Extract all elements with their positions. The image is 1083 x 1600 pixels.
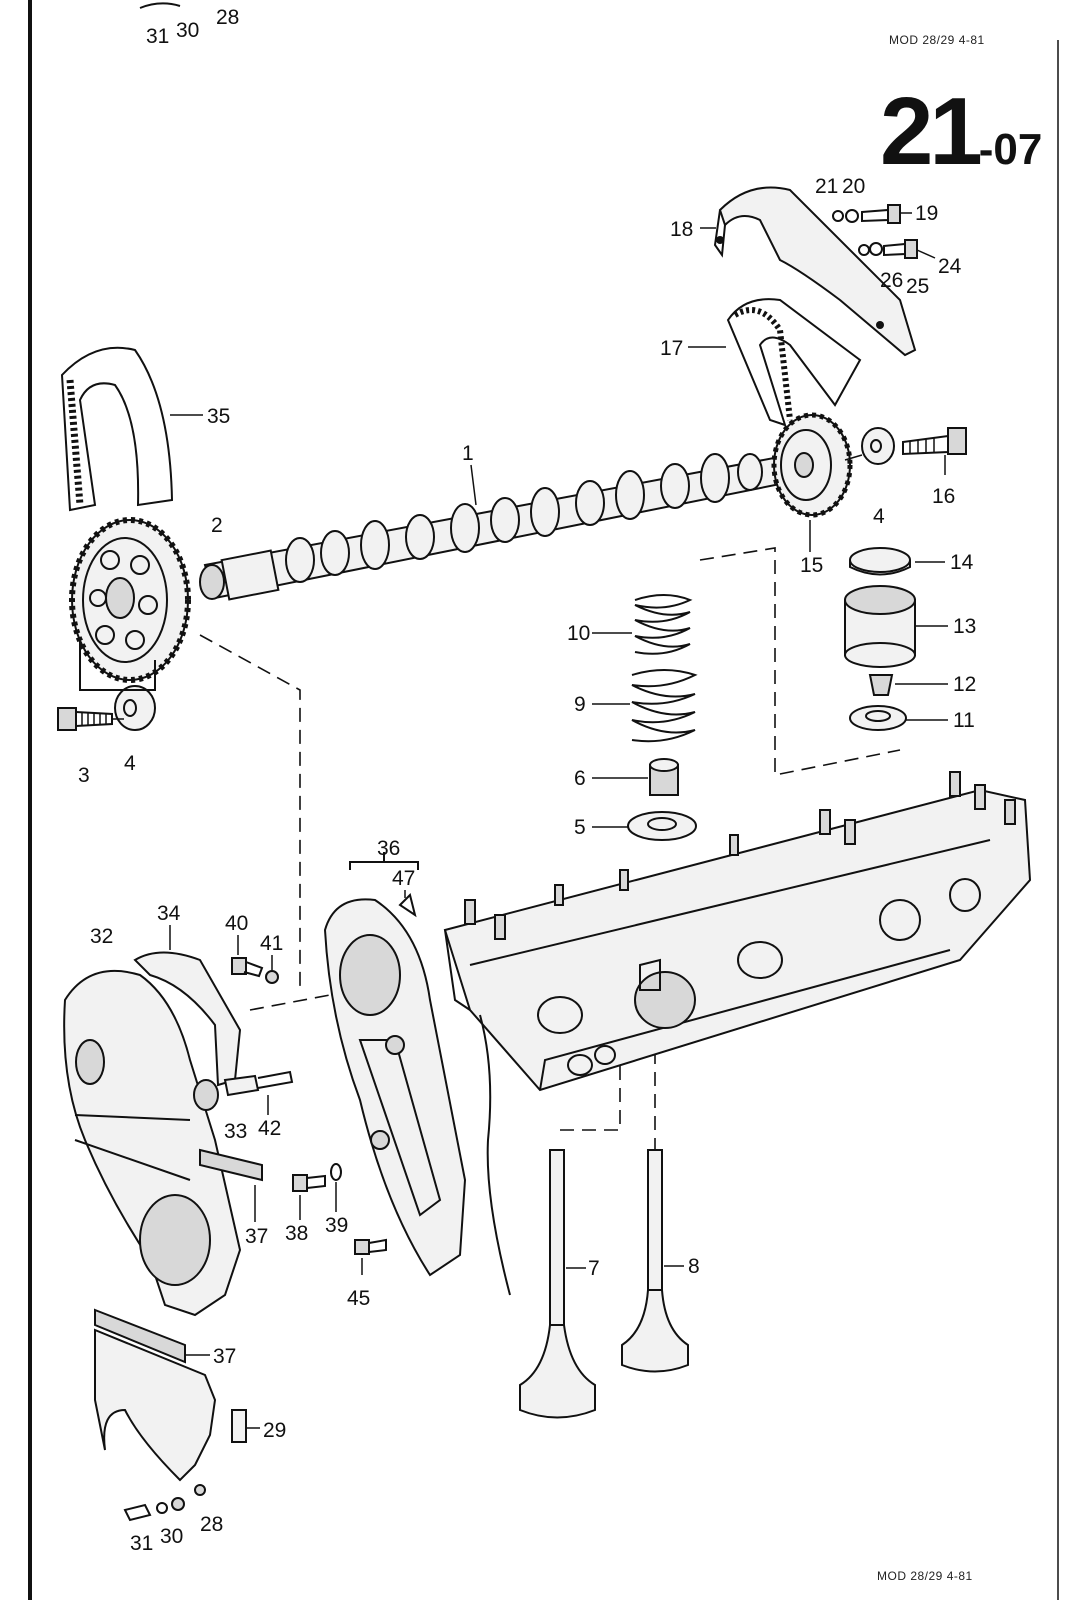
inner-valve-spring [631, 669, 698, 743]
belt-guard-strip [133, 951, 242, 1087]
cover-bolt-38 [292, 1174, 326, 1192]
callout-28-bottom: 28 [200, 1513, 223, 1536]
camshaft-sprocket-right [771, 412, 853, 518]
callout-9: 9 [574, 693, 586, 716]
timing-belt-right [726, 298, 862, 427]
sprocket-washer-right [861, 427, 895, 465]
seal-strip-lower [94, 1308, 186, 1364]
cover-bolt-45 [354, 1238, 387, 1255]
callout-24: 24 [938, 255, 962, 278]
callout-12: 12 [953, 673, 976, 696]
callout-labels: 1 2 3 4 4 5 6 7 8 9 10 11 12 13 14 15 16… [78, 6, 976, 1555]
upper-belt-guard [713, 186, 917, 357]
callout-6: 6 [574, 767, 586, 790]
bucket-tappet [844, 585, 916, 668]
section-main: 21 [880, 78, 983, 185]
callout-41: 41 [260, 932, 283, 955]
spring-seat [849, 705, 907, 731]
callout-8: 8 [688, 1255, 700, 1278]
guard-hardware [832, 204, 918, 259]
callout-2: 2 [211, 514, 223, 537]
bottom-fasteners [123, 1484, 206, 1522]
callout-42: 42 [258, 1117, 281, 1140]
section-number: 21-07 [880, 84, 1042, 180]
cylinder-head [443, 771, 1032, 1092]
callout-17: 17 [660, 337, 683, 360]
callout-28-top: 28 [216, 6, 239, 29]
callout-13: 13 [953, 615, 976, 638]
callout-21: 21 [815, 175, 838, 198]
callout-14: 14 [950, 551, 974, 574]
sprocket-washer-left [114, 685, 156, 731]
callout-37-upper: 37 [245, 1225, 268, 1248]
intake-valve [519, 1149, 596, 1419]
lower-timing-cover [94, 1328, 217, 1482]
callout-19: 19 [915, 202, 938, 225]
callout-7: 7 [588, 1257, 600, 1280]
tappet-shim [849, 547, 911, 576]
callout-3: 3 [78, 764, 90, 787]
callout-36: 36 [377, 837, 400, 860]
callout-30-bottom: 30 [160, 1525, 183, 1548]
valve-spring-seat [627, 811, 697, 841]
callout-4-right: 4 [873, 505, 885, 528]
dowel-pin [231, 1409, 247, 1443]
callout-26: 26 [880, 269, 903, 292]
sprocket-bolt-right [902, 427, 967, 456]
camshaft-lobes [285, 453, 763, 583]
cover-washer-39 [330, 1163, 342, 1181]
callout-25: 25 [906, 275, 929, 298]
cover-nut-41 [265, 970, 279, 984]
seal-strip-upper [199, 1148, 263, 1182]
front-timing-cover [63, 969, 242, 1317]
model-code-bottom: MOD 28/29 4-81 [877, 1569, 973, 1583]
callout-30-top: 30 [176, 19, 199, 42]
section-sub: -07 [978, 125, 1043, 174]
camshaft-sprocket [69, 517, 191, 683]
callout-31-bottom: 31 [130, 1532, 153, 1555]
rear-timing-cover [323, 898, 467, 1277]
callout-47: 47 [392, 867, 415, 890]
callout-33: 33 [224, 1120, 247, 1143]
callout-40: 40 [225, 912, 248, 935]
callout-29: 29 [263, 1419, 286, 1442]
callout-18: 18 [670, 218, 693, 241]
callout-16: 16 [932, 485, 955, 508]
callout-31-top: 31 [146, 25, 169, 48]
cylinder-head-studs [464, 771, 1016, 940]
callout-10: 10 [567, 622, 590, 645]
callout-1: 1 [462, 442, 474, 465]
sprocket-bolt [57, 707, 113, 731]
callout-4-left: 4 [124, 752, 136, 775]
tensioner-stud [223, 1070, 294, 1097]
model-code-top: MOD 28/29 4-81 [889, 33, 985, 47]
cover-clip [398, 893, 417, 918]
callout-37-lower: 37 [213, 1345, 236, 1368]
callout-5: 5 [574, 816, 586, 839]
callout-35: 35 [207, 405, 230, 428]
callout-32: 32 [90, 925, 113, 948]
valve-stem-seal [649, 758, 679, 796]
outer-valve-spring [634, 594, 693, 655]
exhaust-valve [621, 1149, 689, 1373]
valve-keeper [868, 674, 894, 696]
callout-34: 34 [157, 902, 181, 925]
callout-38: 38 [285, 1222, 308, 1245]
drive-belt-left [60, 346, 174, 512]
callout-15: 15 [800, 554, 823, 577]
top-fasteners [139, 2, 181, 9]
cover-bolt-40 [231, 957, 264, 978]
tensioner-nut [193, 1079, 219, 1111]
cylinder-head-ports [537, 878, 981, 1076]
callout-45: 45 [347, 1287, 370, 1310]
callout-11: 11 [953, 709, 975, 732]
camshaft [199, 453, 802, 601]
callout-20: 20 [842, 175, 865, 198]
callout-39: 39 [325, 1214, 348, 1237]
